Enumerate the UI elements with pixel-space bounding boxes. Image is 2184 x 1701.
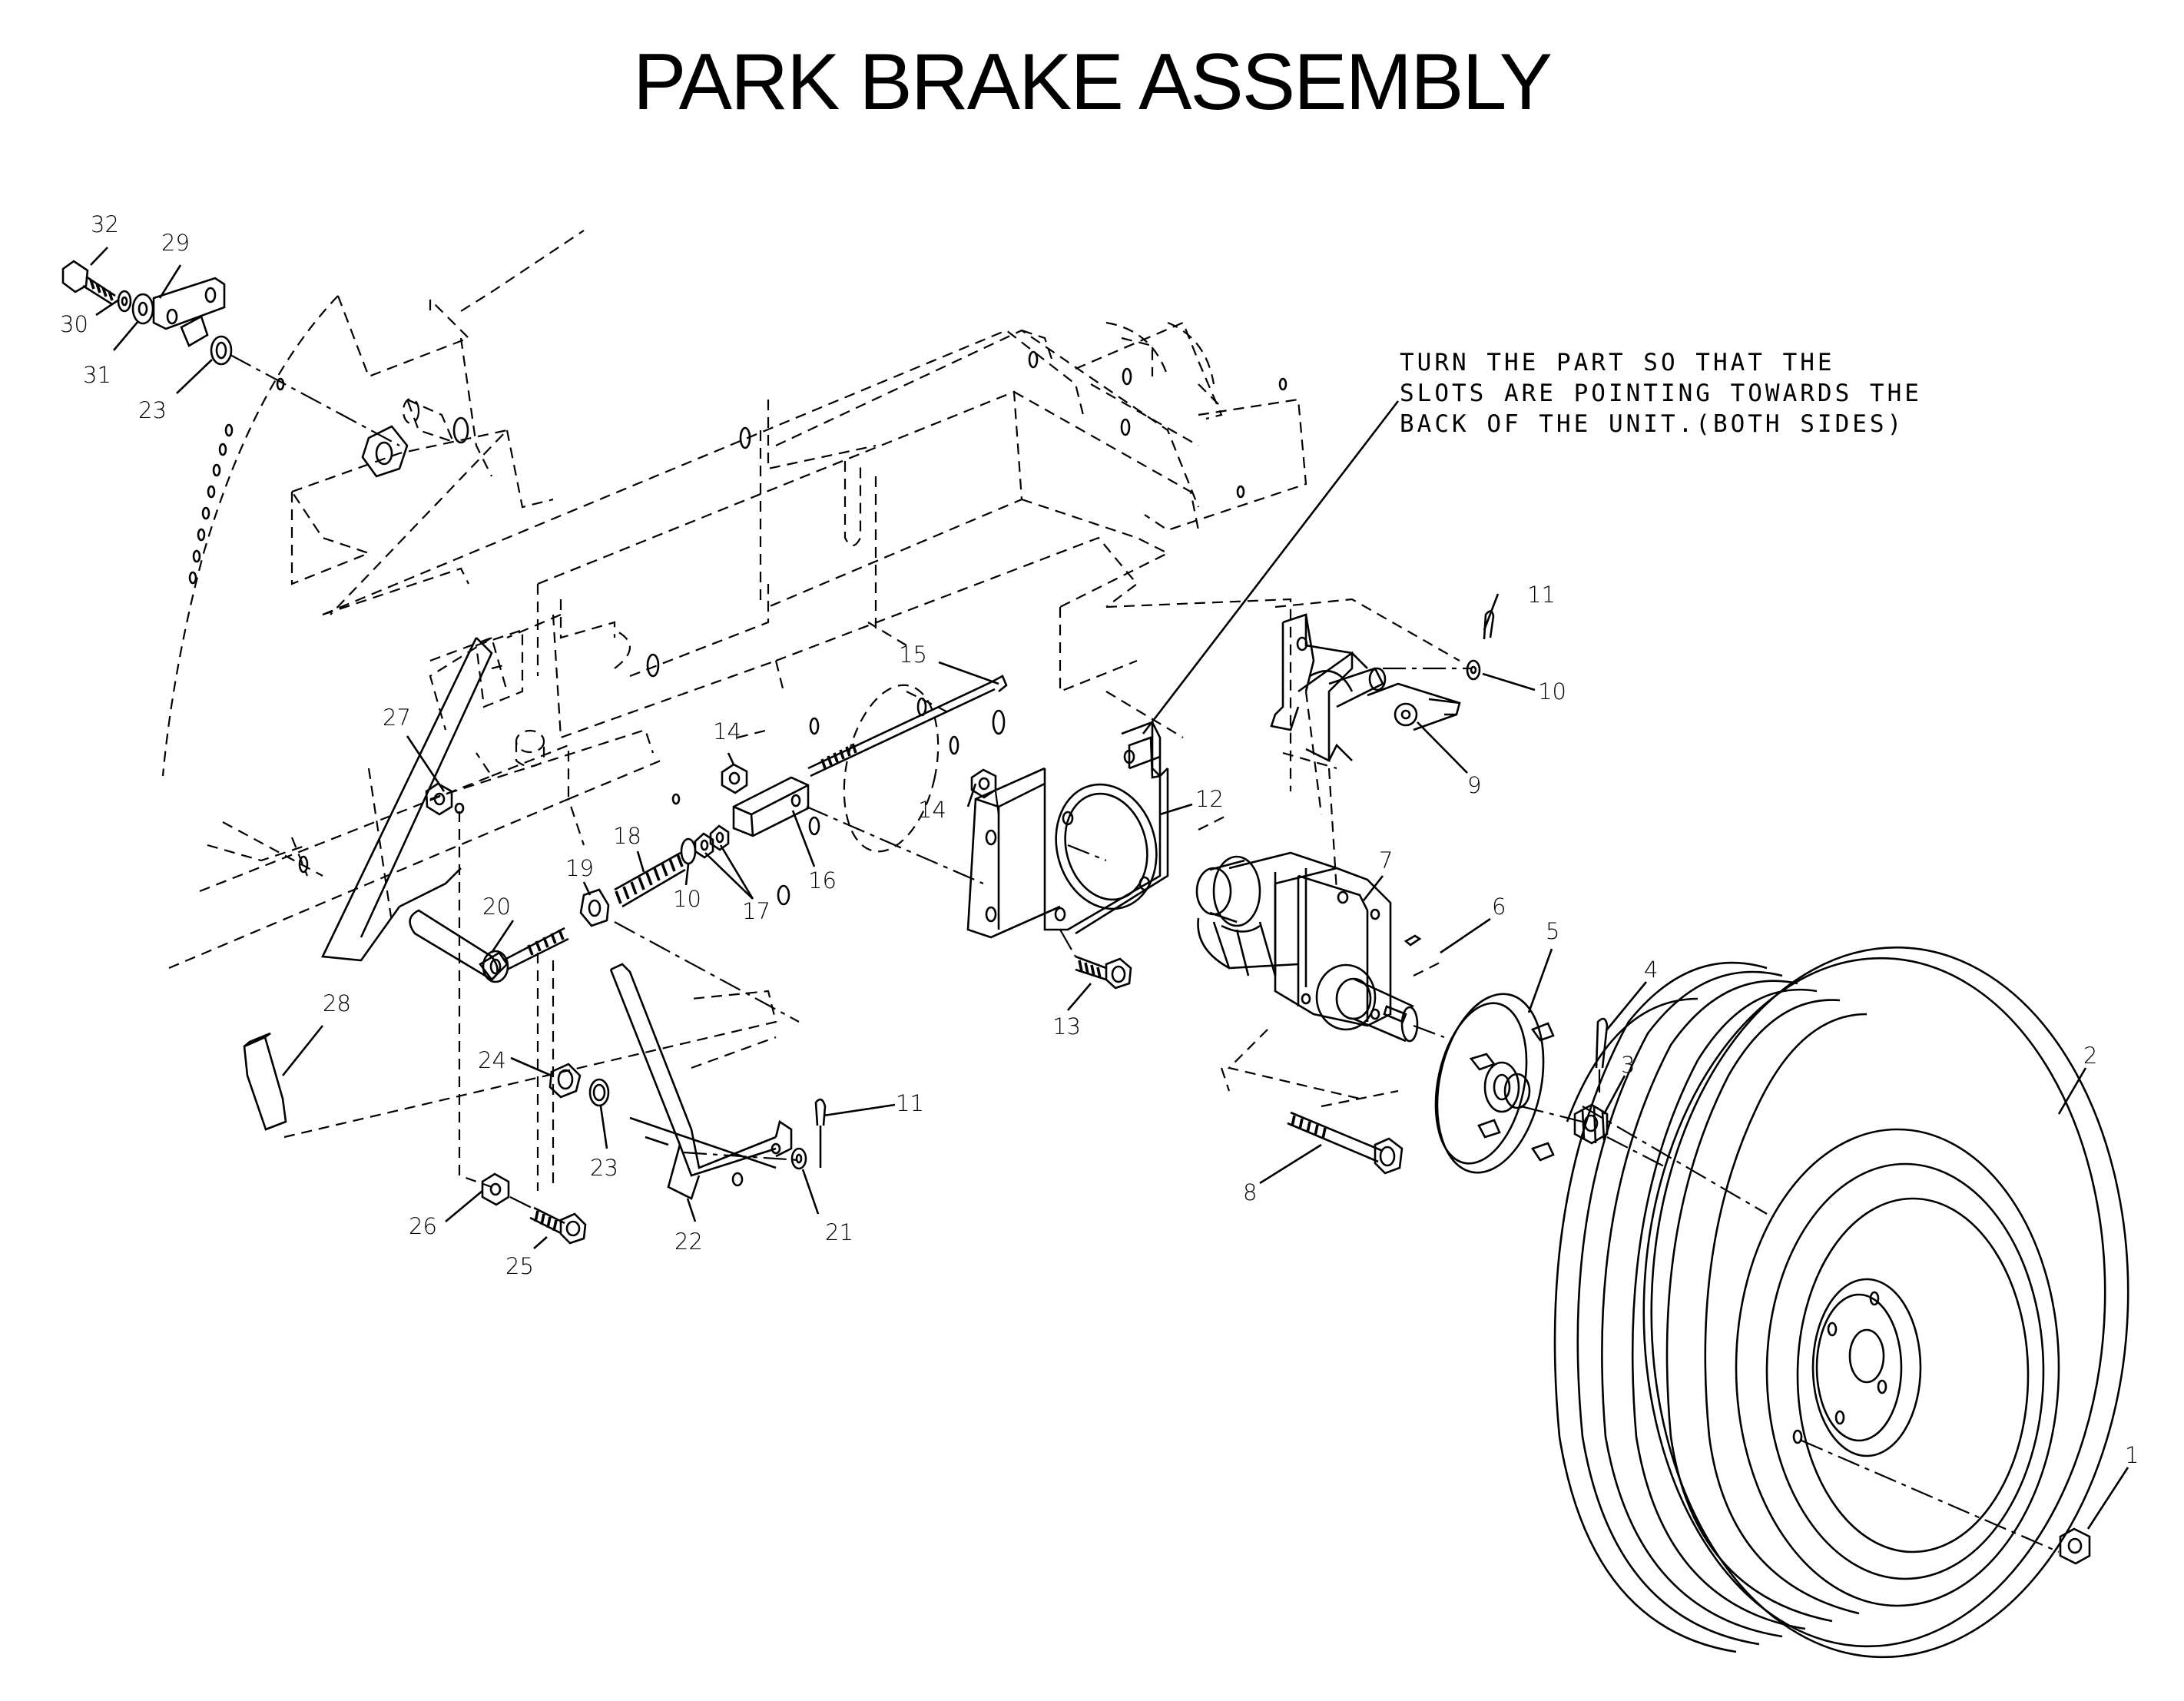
callout-20: 20	[482, 894, 511, 920]
callout-9: 9	[1467, 772, 1481, 798]
callout-13: 13	[1052, 1013, 1081, 1040]
callout-4: 4	[1644, 957, 1658, 983]
note-line-1: TURN THE PART SO THAT THE	[1400, 349, 1835, 376]
diagram-title: PARK BRAKE ASSEMBLY	[632, 38, 1553, 127]
callout-11-lower: 11	[896, 1090, 924, 1116]
callout-8: 8	[1243, 1179, 1257, 1205]
callout-25: 25	[505, 1253, 534, 1279]
callout-7: 7	[1379, 847, 1393, 874]
callout-11-upper: 11	[1527, 582, 1556, 608]
callout-28: 28	[323, 990, 351, 1016]
callout-17: 17	[742, 898, 771, 924]
callout-1: 1	[2125, 1442, 2139, 1468]
bolt-13	[1059, 929, 1132, 990]
callout-labels: 32 29 30 31 23 27 15 14 14 12 11 10 9 18…	[60, 211, 2139, 1468]
callout-5: 5	[1546, 918, 1559, 944]
callout-24: 24	[478, 1047, 506, 1073]
callout-27: 27	[383, 705, 411, 731]
callout-18: 18	[613, 823, 641, 849]
bolt-8	[1287, 1111, 1404, 1175]
arc-plate-holes	[188, 423, 234, 585]
hub-5	[1434, 993, 1583, 1174]
assembly-note: TURN THE PART SO THAT THE SLOTS ARE POIN…	[1400, 347, 1922, 439]
brake-pedal-assembly	[243, 921, 827, 1245]
callout-32: 32	[91, 211, 119, 237]
callout-26: 26	[409, 1213, 437, 1239]
callout-10-right: 10	[1538, 678, 1566, 705]
note-line-2: SLOTS ARE POINTING TOWARDS THE	[1400, 380, 1922, 407]
brake-arm-plate	[321, 637, 509, 1189]
callout-16: 16	[808, 867, 837, 894]
callout-23-lower: 23	[590, 1155, 618, 1181]
callout-22: 22	[674, 1228, 703, 1255]
callout-6: 6	[1492, 894, 1506, 920]
callout-30: 30	[60, 311, 88, 337]
callout-21: 21	[825, 1219, 853, 1245]
callout-29: 29	[161, 230, 190, 256]
callout-3: 3	[1621, 1052, 1635, 1078]
callout-14-right: 14	[918, 797, 946, 823]
callout-19: 19	[565, 855, 594, 881]
callout-23-upper: 23	[138, 397, 167, 423]
spring-rod-assembly	[579, 675, 1008, 927]
brake-lever-9	[1270, 610, 1495, 763]
callout-15: 15	[899, 642, 927, 668]
callout-31: 31	[83, 362, 111, 388]
leader-lines	[90, 247, 2129, 1530]
frame-phantom	[161, 230, 1460, 1191]
wheel-2	[1553, 946, 2129, 1659]
brake-motor-7	[1195, 851, 1445, 1108]
callout-14-left: 14	[713, 718, 741, 744]
callout-12: 12	[1195, 786, 1224, 812]
callout-2: 2	[2083, 1043, 2097, 1069]
callout-10-left: 10	[673, 886, 701, 912]
lug-nut-1	[2059, 1527, 2091, 1565]
upper-left-hardware	[61, 260, 455, 478]
bolt-20	[479, 927, 569, 981]
bracket-12	[806, 721, 1169, 939]
note-line-3: BACK OF THE UNIT.(BOTH SIDES)	[1400, 410, 1905, 438]
